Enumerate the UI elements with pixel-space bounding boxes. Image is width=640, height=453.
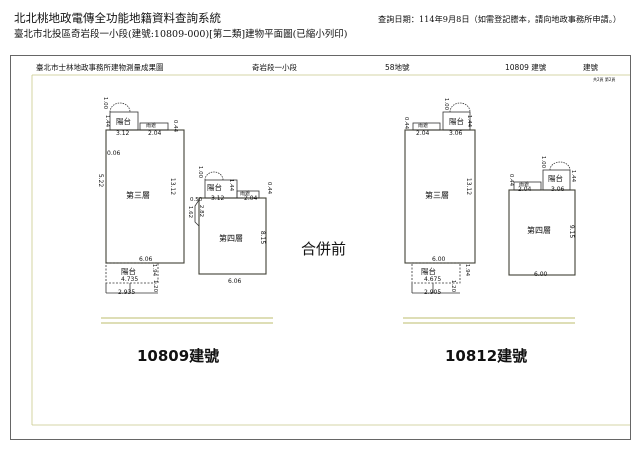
left-balcony-label-1: 陽台 xyxy=(116,117,131,126)
building-number-label: 建號 xyxy=(583,63,598,72)
dim: 1.20 xyxy=(152,279,159,293)
dim: 1.00 xyxy=(443,97,450,111)
right-canopy-label-2: 雨遮 xyxy=(519,182,530,188)
query-date: 查詢日期：114年9月8日（如需登記謄本，請向地政事務所申請。） xyxy=(378,14,622,24)
dim: 6.00 xyxy=(534,271,548,278)
right-fourth-floor xyxy=(508,161,576,276)
dim: 1.44 xyxy=(104,114,111,128)
dim: 4.675 xyxy=(424,276,442,283)
dim: 1.44 xyxy=(466,114,473,128)
dim: 3.06 xyxy=(551,186,565,193)
right-third-floor-label: 第三層 xyxy=(425,191,449,200)
page-count: 共2頁 第2頁 xyxy=(593,77,616,82)
dim: 1.00 xyxy=(197,165,204,179)
dim: 8.15 xyxy=(259,230,267,245)
dim: 1.94 xyxy=(151,263,158,277)
left-balcony-label-2: 陽台 xyxy=(121,267,136,276)
right-canopy-label-1: 雨遮 xyxy=(418,123,429,129)
dim: 3.06 xyxy=(449,130,463,137)
right-balcony-label-2: 陽台 xyxy=(421,267,436,276)
dim: 1.44 xyxy=(228,178,235,192)
dim: 1.94 xyxy=(464,263,471,277)
section-name: 奇岩段一小段 xyxy=(252,63,297,72)
dim: 13.12 xyxy=(169,177,177,196)
dim: 1.00 xyxy=(102,96,109,110)
left-building-caption: 10809建號 xyxy=(137,347,220,365)
building-number: 10809 建號 xyxy=(505,63,547,72)
right-balcony-label-3: 陽台 xyxy=(548,174,563,183)
lot-number: 58地號 xyxy=(385,63,410,72)
dim: 0.44 xyxy=(508,173,515,187)
merge-status-label: 合併前 xyxy=(301,240,347,258)
left-fourth-floor-label: 第四層 xyxy=(219,234,243,243)
dim: 2.04 xyxy=(244,195,258,202)
dim: 2.04 xyxy=(416,130,430,137)
dim: 13.12 xyxy=(465,177,473,196)
dim: 2.82 xyxy=(198,204,205,218)
dim: 1.20 xyxy=(450,279,457,293)
right-balcony-label-1: 陽台 xyxy=(449,117,464,126)
dim: 3.12 xyxy=(116,130,130,137)
dim: 1.00 xyxy=(540,155,547,169)
dim: 5.22 xyxy=(97,173,105,188)
dim: 0.50 xyxy=(190,197,203,203)
dim: 1.44 xyxy=(570,169,577,183)
dim: 0.44 xyxy=(172,119,179,133)
dim: 4.735 xyxy=(121,276,139,283)
dim: 2.905 xyxy=(424,289,442,296)
left-canopy-label-2: 雨遮 xyxy=(240,191,251,197)
dim: 2.04 xyxy=(148,130,162,137)
left-canopy-label-1: 雨遮 xyxy=(146,123,157,129)
dim: 3.12 xyxy=(211,195,225,202)
page-subtitle: 臺北市北投區奇岩段一小段(建號:10809-000)[第二類]建物平面圖(已縮小… xyxy=(14,29,348,40)
dim: 6.06 xyxy=(139,256,153,263)
left-third-floor xyxy=(105,102,185,294)
left-third-floor-label: 第三層 xyxy=(126,191,150,200)
dim: 6.00 xyxy=(432,256,446,263)
left-balcony-label-3: 陽台 xyxy=(207,183,222,192)
dim: 9.15 xyxy=(568,224,576,239)
dim: 2.04 xyxy=(518,186,532,193)
page-title: 北北桃地政電傳全功能地籍資料查詢系統 xyxy=(14,11,221,25)
dim: 0.06 xyxy=(107,150,121,157)
dim: 1.62 xyxy=(187,205,194,219)
survey-office: 臺北市士林地政事務所建物測量成果圖 xyxy=(36,63,164,72)
dim: 2.935 xyxy=(118,289,136,296)
right-building-caption: 10812建號 xyxy=(445,347,528,365)
dim: 0.44 xyxy=(266,181,273,195)
left-fourth-floor xyxy=(194,171,267,275)
right-third-floor xyxy=(404,102,476,294)
right-fourth-floor-label: 第四層 xyxy=(527,226,551,235)
dim: 0.44 xyxy=(403,116,410,130)
dim: 6.06 xyxy=(228,278,242,285)
plan-frame xyxy=(10,55,631,440)
